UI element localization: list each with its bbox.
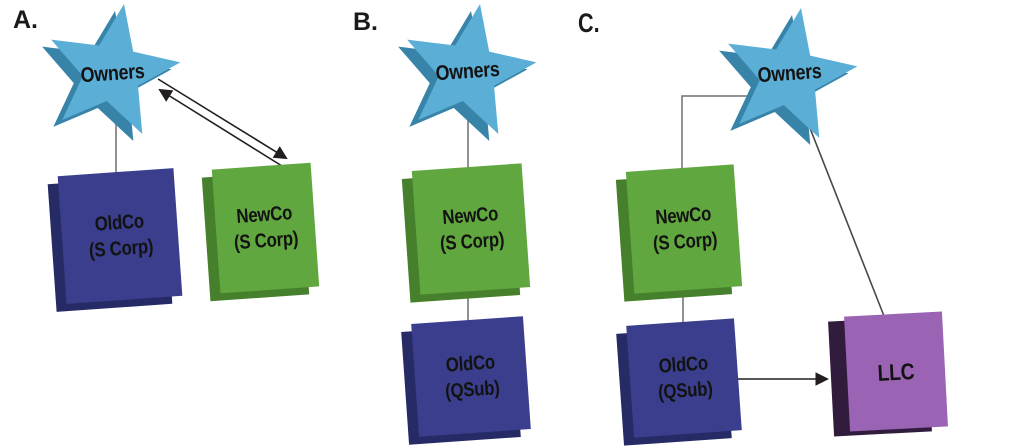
box-front-face: OldCo (QSub) [626,318,742,438]
edge-c-owners-newco [681,95,756,176]
box-title: NewCo [654,203,712,229]
box-subtitle: (S Corp) [88,235,154,263]
box-title: NewCo [236,202,294,228]
owners-star-a [42,4,181,141]
owners-star-b [398,4,537,141]
box-subtitle: (S Corp) [652,228,718,256]
panel-label-a: A. [13,6,38,34]
box-subtitle: (QSub) [443,376,500,403]
box-front-face: NewCo (S Corp) [411,163,531,295]
box-front-face: LLC [844,311,948,432]
box-c-oldco: OldCo (QSub) [616,318,742,446]
box-c-newco: NewCo (S Corp) [615,164,743,302]
panel-label-c: C. [578,8,600,38]
box-b-newco: NewCo (S Corp) [401,163,531,303]
owners-label-text: Owners [757,59,823,88]
box-subtitle: (S Corp) [233,227,300,255]
box-title: OldCo [93,210,145,236]
box-front-face: NewCo (S Corp) [625,164,743,294]
box-b-oldco: OldCo (QSub) [401,316,531,445]
panel-label-b: B. [353,8,378,36]
owners-star-c [719,8,858,145]
box-title: OldCo [444,350,496,377]
box-title: OldCo [657,352,709,378]
box-subtitle: (S Corp) [439,228,505,256]
box-a-newco: NewCo (S Corp) [201,162,320,302]
edge-c-owners-llc [805,117,885,317]
edge-a-owners-newco-arrows [157,78,288,167]
box-front-face: NewCo (S Corp) [211,162,320,294]
owners-label-text: Owners [435,57,501,86]
box-subtitle: (QSub) [656,378,713,404]
box-c-llc: LLC [828,311,948,437]
box-title: LLC [876,357,916,386]
box-a-oldco: OldCo (S Corp) [47,168,183,312]
box-front-face: OldCo (S Corp) [57,168,183,304]
box-title: NewCo [441,203,499,229]
owners-label-text: Owners [80,59,146,88]
box-front-face: OldCo (QSub) [411,316,531,437]
